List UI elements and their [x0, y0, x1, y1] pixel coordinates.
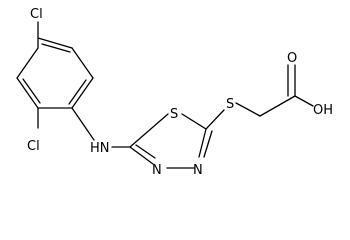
double-bond-inner: [68, 79, 87, 105]
hydroxyl-label: OH: [313, 103, 333, 118]
nh-label: HN: [90, 141, 110, 156]
bond: [16, 77, 39, 109]
bond-c-s: [205, 109, 225, 130]
ring-nitrogen-left-label: N: [152, 163, 162, 178]
bond-ch2-c: [259, 95, 296, 117]
cl-label-top: Cl: [30, 7, 43, 22]
double-bond-inner: [22, 78, 41, 104]
bond-c-oh: [294, 95, 314, 107]
bond: [71, 47, 94, 79]
bond: [198, 128, 207, 158]
dichlorophenyl-ring: [16, 37, 94, 109]
bond: [129, 113, 169, 148]
bond-c-nh: [71, 107, 95, 141]
ring-sulfur-label: S: [170, 107, 178, 122]
thioether-sulfur-label: S: [226, 97, 234, 112]
bond: [135, 144, 156, 159]
chemical-structure: Cl Cl HN S N N S O OH: [16, 7, 333, 178]
bond: [16, 47, 39, 79]
double-bond-inner: [41, 43, 71, 53]
cl-label-bottom: Cl: [27, 139, 40, 154]
bond: [37, 37, 73, 49]
carbonyl-oxygen-label: O: [287, 51, 297, 66]
thiadiazole-ring: [129, 113, 213, 169]
ring-nitrogen-right-label: N: [193, 163, 203, 178]
bond: [181, 113, 207, 130]
bond-s-ch2: [235, 102, 261, 117]
bond: [203, 130, 213, 158]
bond: [129, 146, 154, 165]
bond: [71, 77, 94, 109]
